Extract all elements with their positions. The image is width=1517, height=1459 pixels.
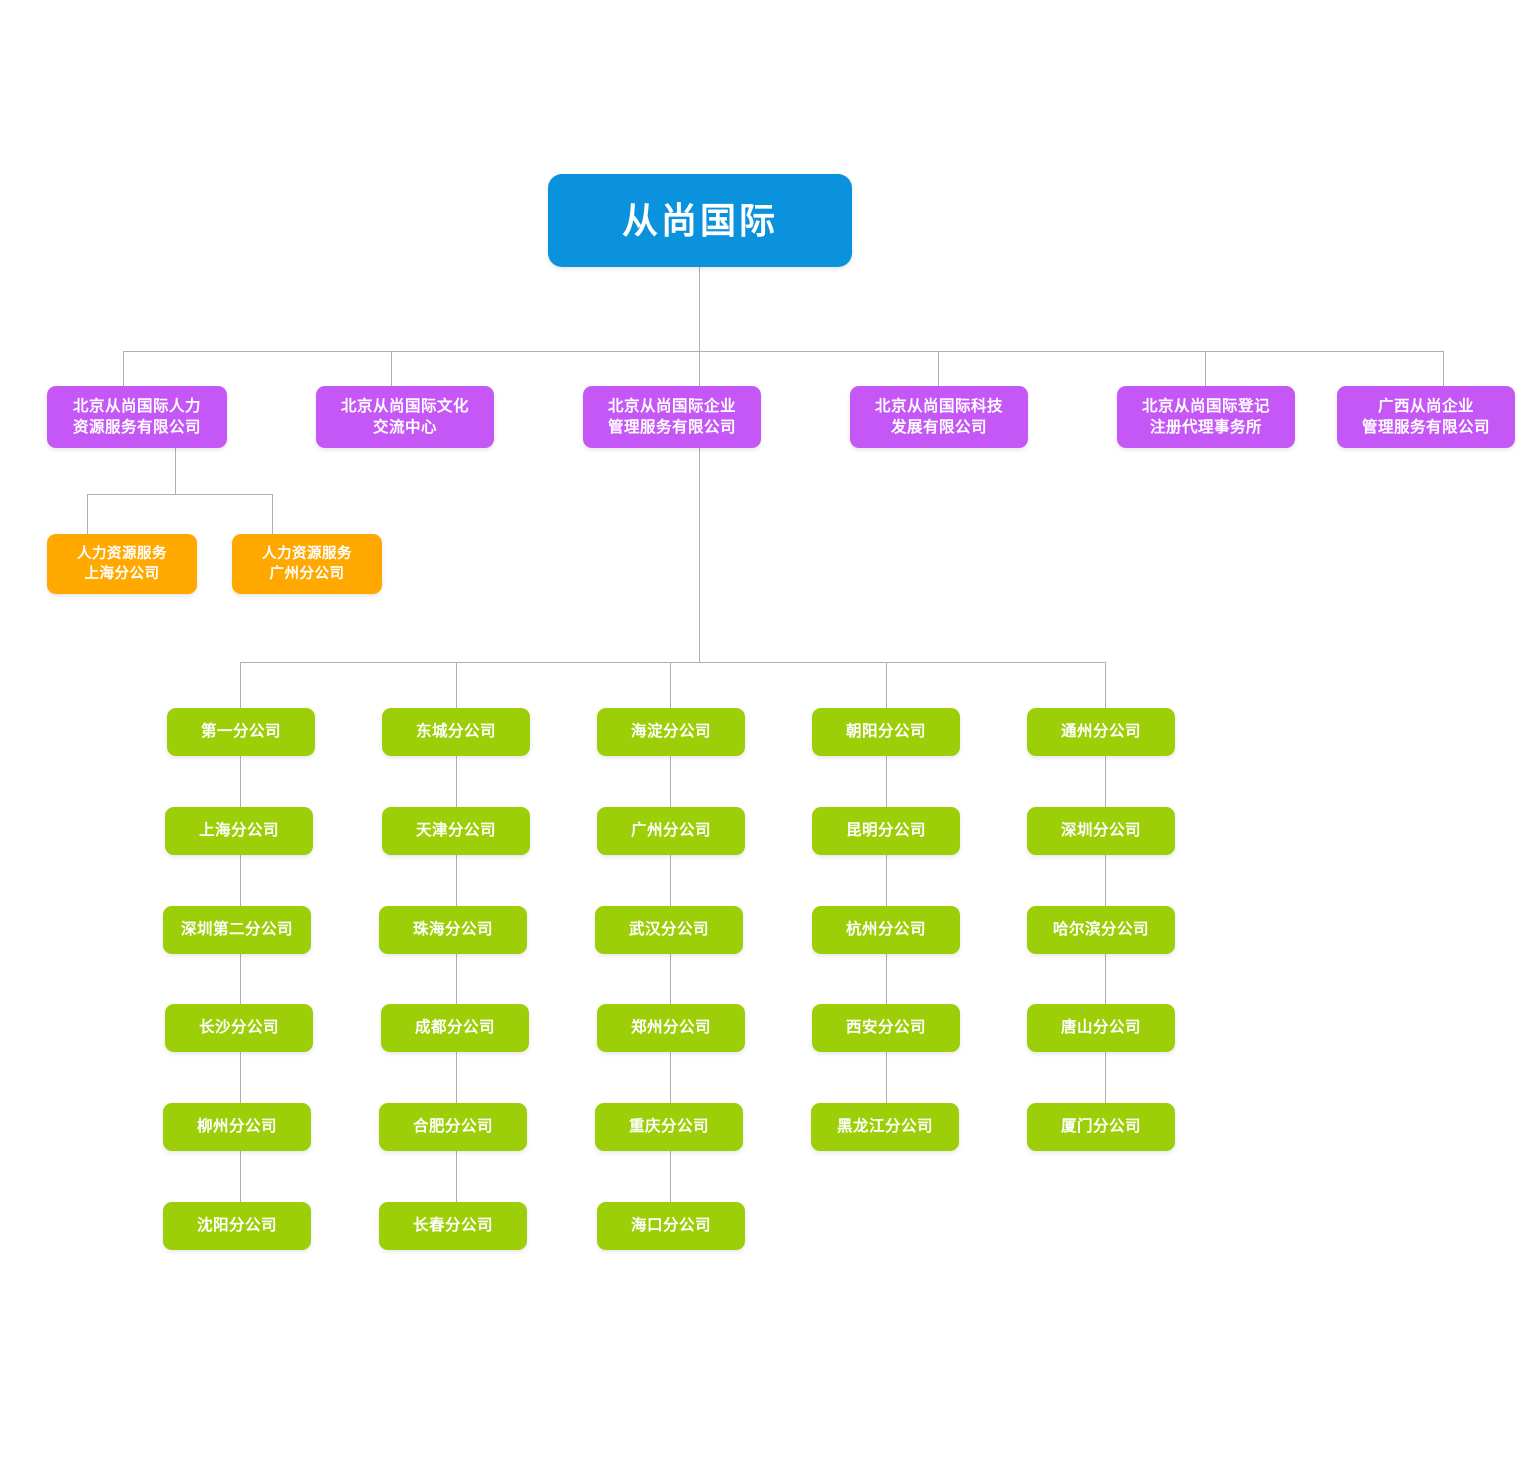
org-node-branch-c1-r3[interactable]: 深圳第二分公司 bbox=[163, 906, 311, 954]
org-node-unit-5[interactable]: 北京从尚国际登记 注册代理事务所 bbox=[1117, 386, 1295, 448]
org-node-branch-c3-r2[interactable]: 广州分公司 bbox=[597, 807, 745, 855]
org-node-branch-c4-r4[interactable]: 西安分公司 bbox=[812, 1004, 960, 1052]
org-node-branch-c1-r5[interactable]: 柳州分公司 bbox=[163, 1103, 311, 1151]
org-node-branch-c2-r2[interactable]: 天津分公司 bbox=[382, 807, 530, 855]
connector-level1-bus bbox=[123, 351, 1444, 352]
org-node-branch-c1-r2[interactable]: 上海分公司 bbox=[165, 807, 313, 855]
connector-drop-unit-3 bbox=[699, 351, 700, 388]
connector-drop-col-5 bbox=[1105, 662, 1106, 708]
connector-branch-stem bbox=[699, 448, 700, 662]
org-node-branch-c2-r4[interactable]: 成都分公司 bbox=[381, 1004, 529, 1052]
org-node-hr-branch-2[interactable]: 人力资源服务 广州分公司 bbox=[232, 534, 382, 594]
connector-drop-hr-1 bbox=[87, 494, 88, 534]
connector-drop-unit-1 bbox=[123, 351, 124, 388]
connector-drop-col-3 bbox=[670, 662, 671, 708]
org-node-unit-6[interactable]: 广西从尚企业 管理服务有限公司 bbox=[1337, 386, 1515, 448]
connector-drop-unit-6 bbox=[1443, 351, 1444, 388]
org-node-branch-c3-r1[interactable]: 海淀分公司 bbox=[597, 708, 745, 756]
connector-drop-unit-2 bbox=[391, 351, 392, 388]
org-node-branch-c1-r1[interactable]: 第一分公司 bbox=[167, 708, 315, 756]
connector-spine-col-1 bbox=[240, 756, 241, 1206]
org-node-branch-c3-r3[interactable]: 武汉分公司 bbox=[595, 906, 743, 954]
org-node-branch-c5-r2[interactable]: 深圳分公司 bbox=[1027, 807, 1175, 855]
connector-spine-col-2 bbox=[456, 756, 457, 1206]
org-node-unit-4[interactable]: 北京从尚国际科技 发展有限公司 bbox=[850, 386, 1028, 448]
connector-drop-unit-5 bbox=[1205, 351, 1206, 388]
org-node-hr-branch-1[interactable]: 人力资源服务 上海分公司 bbox=[47, 534, 197, 594]
org-node-unit-3[interactable]: 北京从尚国际企业 管理服务有限公司 bbox=[583, 386, 761, 448]
org-node-root[interactable]: 从尚国际 bbox=[548, 174, 852, 267]
connector-drop-hr-2 bbox=[272, 494, 273, 534]
org-node-branch-c2-r5[interactable]: 合肥分公司 bbox=[379, 1103, 527, 1151]
connector-spine-col-3 bbox=[670, 756, 671, 1206]
org-node-branch-c2-r1[interactable]: 东城分公司 bbox=[382, 708, 530, 756]
connector-drop-unit-4 bbox=[938, 351, 939, 388]
org-node-unit-2[interactable]: 北京从尚国际文化 交流中心 bbox=[316, 386, 494, 448]
org-node-branch-c5-r1[interactable]: 通州分公司 bbox=[1027, 708, 1175, 756]
org-node-branch-c2-r6[interactable]: 长春分公司 bbox=[379, 1202, 527, 1250]
connector-hr-bus bbox=[87, 494, 272, 495]
org-node-branch-c5-r5[interactable]: 厦门分公司 bbox=[1027, 1103, 1175, 1151]
org-node-branch-c2-r3[interactable]: 珠海分公司 bbox=[379, 906, 527, 954]
org-node-unit-1[interactable]: 北京从尚国际人力 资源服务有限公司 bbox=[47, 386, 227, 448]
connector-hr-stem bbox=[175, 448, 176, 494]
connector-branch-bus bbox=[240, 662, 1106, 663]
org-node-branch-c5-r4[interactable]: 唐山分公司 bbox=[1027, 1004, 1175, 1052]
org-node-branch-c1-r6[interactable]: 沈阳分公司 bbox=[163, 1202, 311, 1250]
org-node-branch-c1-r4[interactable]: 长沙分公司 bbox=[165, 1004, 313, 1052]
org-node-branch-c4-r1[interactable]: 朝阳分公司 bbox=[812, 708, 960, 756]
org-node-branch-c4-r3[interactable]: 杭州分公司 bbox=[812, 906, 960, 954]
org-node-branch-c3-r6[interactable]: 海口分公司 bbox=[597, 1202, 745, 1250]
connector-drop-col-4 bbox=[886, 662, 887, 708]
connector-root-stem bbox=[699, 267, 700, 351]
org-node-branch-c3-r4[interactable]: 郑州分公司 bbox=[597, 1004, 745, 1052]
org-node-branch-c4-r5[interactable]: 黑龙江分公司 bbox=[811, 1103, 959, 1151]
org-node-branch-c5-r3[interactable]: 哈尔滨分公司 bbox=[1027, 906, 1175, 954]
org-node-branch-c4-r2[interactable]: 昆明分公司 bbox=[812, 807, 960, 855]
connector-drop-col-1 bbox=[240, 662, 241, 708]
connector-drop-col-2 bbox=[456, 662, 457, 708]
org-node-branch-c3-r5[interactable]: 重庆分公司 bbox=[595, 1103, 743, 1151]
